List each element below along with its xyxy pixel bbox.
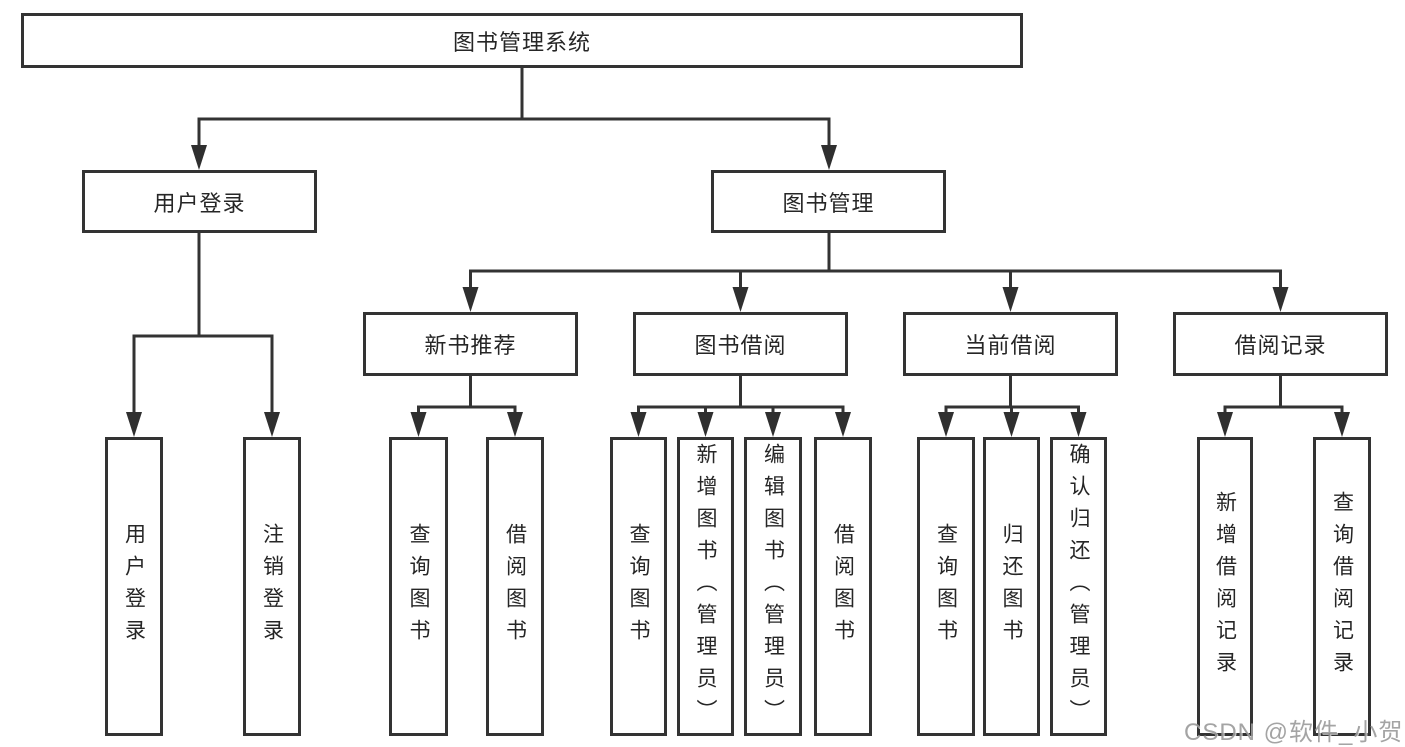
arrowhead-bw-query [630,412,647,437]
node-borrow-records: 借阅记录 [1173,312,1388,376]
node-current-borrow: 当前借阅 [903,312,1118,376]
leaf-logout: 注销登录 [243,437,301,736]
leaf-bw-add-book-label: 新增图书（管理员） [694,442,717,731]
arrowhead-borrow [732,287,749,312]
node-root-label: 图书管理系统 [452,29,591,55]
leaf-rec-add-record-label: 新增借阅记录 [1213,490,1237,683]
arrowhead-nb-query [410,412,427,437]
leaf-bw-edit-book-label: 编辑图书（管理员） [761,442,785,731]
leaf-nb-query-book: 查询图书 [389,437,448,736]
leaf-rec-query-record: 查询借阅记录 [1313,437,1371,736]
arrowhead-rec-query [1334,412,1350,437]
leaf-bw-edit-book: 编辑图书（管理员） [744,437,802,736]
leaf-user-login-label: 用户登录 [122,522,146,651]
node-current-borrow-label: 当前借阅 [964,333,1057,358]
leaf-rec-add-record: 新增借阅记录 [1197,437,1253,736]
leaf-cur-query-book: 查询图书 [917,437,975,736]
arrowhead-leaf-logout [264,412,280,437]
node-user-login-label: 用户登录 [153,190,246,216]
node-borrow-records-label: 借阅记录 [1234,333,1327,358]
arrowhead-cur-return [1003,412,1020,437]
node-book-borrow-label: 图书借阅 [694,333,787,358]
node-user-login: 用户登录 [82,170,317,233]
leaf-nb-query-book-label: 查询图书 [407,522,430,651]
arrowhead-bw-borrow [835,412,851,437]
arrowhead-nb-borrow [507,412,523,437]
leaf-cur-return-book: 归还图书 [983,437,1040,736]
arrowhead-cur-query [938,412,954,437]
leaf-bw-borrow-book-label: 借阅图书 [831,522,855,651]
leaf-user-login: 用户登录 [105,437,163,736]
leaf-bw-query-book-label: 查询图书 [627,522,650,651]
node-new-book-rec: 新书推荐 [363,312,578,376]
arrowhead-current [1002,287,1019,312]
leaf-rec-query-record-label: 查询借阅记录 [1330,490,1354,683]
arrowhead-cur-confirm [1070,412,1087,437]
node-book-mgmt-label: 图书管理 [782,190,875,216]
leaf-bw-query-book: 查询图书 [610,437,667,736]
leaf-cur-return-book-label: 归还图书 [1000,522,1023,651]
leaf-logout-label: 注销登录 [260,522,284,651]
arrowhead-book-mgmt [821,145,837,170]
arrowhead-records [1272,287,1289,312]
leaf-nb-borrow-book-label: 借阅图书 [503,522,527,651]
arrowhead-rec-add [1217,412,1233,437]
leaf-nb-borrow-book: 借阅图书 [486,437,544,736]
arrowhead-bw-add [697,412,714,437]
leaf-cur-query-book-label: 查询图书 [934,522,958,651]
node-book-borrow: 图书借阅 [633,312,848,376]
node-book-mgmt: 图书管理 [711,170,946,233]
arrowhead-user-login [191,145,207,170]
arrowhead-bw-edit [765,412,781,437]
node-new-book-rec-label: 新书推荐 [424,333,517,358]
leaf-cur-confirm-return: 确认归还（管理员） [1050,437,1107,736]
leaf-bw-borrow-book: 借阅图书 [814,437,872,736]
node-root: 图书管理系统 [21,13,1023,68]
arrowhead-new-book [462,287,479,312]
leaf-cur-confirm-return-label: 确认归还（管理员） [1067,442,1090,731]
leaf-bw-add-book: 新增图书（管理员） [677,437,734,736]
csdn-watermark: CSDN @软件_小贺同学 [1184,719,1405,746]
arrowhead-leaf-login [126,412,142,437]
